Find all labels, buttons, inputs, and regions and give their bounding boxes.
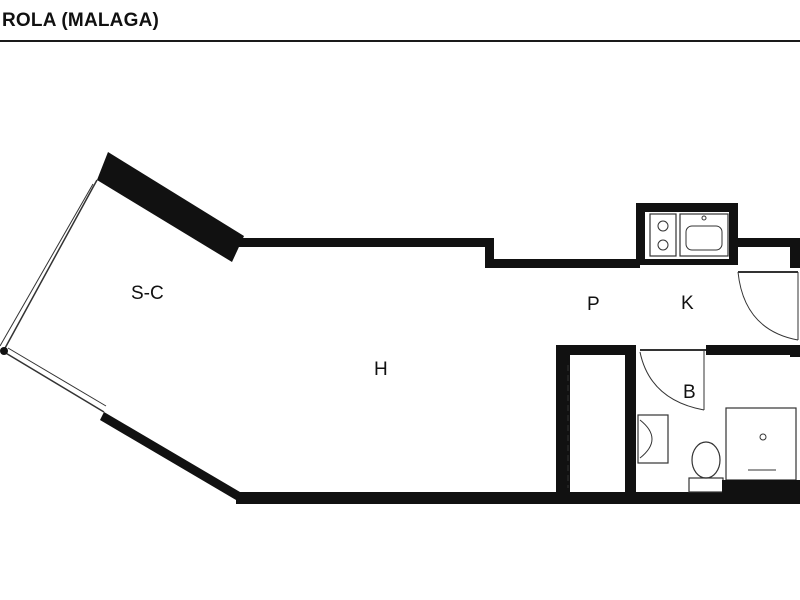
wall-slanted-bottom [100,412,240,500]
room-label-b: B [683,382,696,403]
stove-icon [649,213,677,257]
shower-icon [725,407,797,481]
room-label-p: P [587,294,600,315]
plan-title: ROLA (MALAGA) [2,10,160,31]
shower-base-wall [722,480,800,494]
bathroom-door [639,349,706,411]
wall-slanted-top [97,152,244,262]
washbasin-icon [637,414,669,464]
toilet-icon [688,441,724,493]
window-glazing-left [0,179,107,413]
room-label-k: K [681,293,694,314]
entrance-door [737,271,799,341]
walls-main [236,203,800,504]
room-label-h: H [374,359,388,380]
sink-icon [679,213,729,257]
window-corner-post [0,347,8,355]
plan-header: ROLA (MALAGA) [0,0,800,42]
room-label-sc: S-C [131,283,164,304]
